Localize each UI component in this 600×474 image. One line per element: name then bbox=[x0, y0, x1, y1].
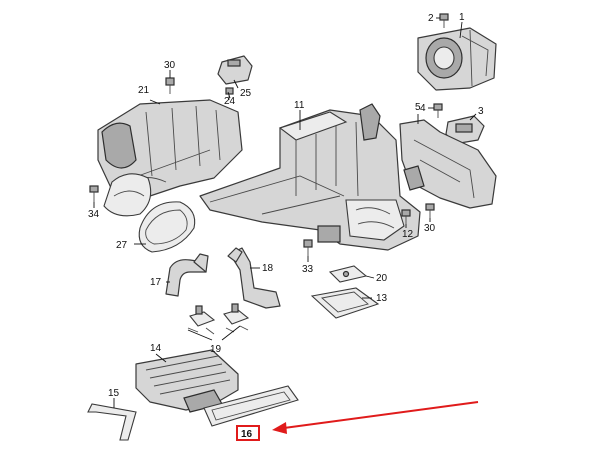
callout-18: 18 bbox=[262, 263, 274, 274]
highlight-box bbox=[236, 425, 260, 441]
leader-lines bbox=[93, 17, 477, 408]
callout-4: 4 bbox=[420, 103, 426, 114]
callout-30-upper: 30 bbox=[164, 60, 176, 71]
screw-33[interactable] bbox=[303, 239, 313, 256]
callout-20: 20 bbox=[376, 273, 388, 284]
callout-19: 19 bbox=[210, 344, 222, 355]
screw-30-upper[interactable] bbox=[165, 77, 175, 94]
frame-seal-13[interactable] bbox=[310, 287, 380, 319]
heater-box-11[interactable] bbox=[199, 103, 421, 251]
screw-2[interactable] bbox=[439, 13, 449, 28]
callout-33: 33 bbox=[302, 264, 314, 275]
callout-12: 12 bbox=[402, 229, 414, 240]
callout-25: 25 bbox=[240, 88, 252, 99]
callout-2: 2 bbox=[428, 13, 434, 24]
coolant-pipe-17[interactable] bbox=[165, 253, 209, 297]
seal-20[interactable] bbox=[328, 265, 368, 283]
callout-14: 14 bbox=[150, 343, 162, 354]
highlighted-callout-16[interactable]: 16 bbox=[236, 425, 260, 441]
blower-motor-1[interactable] bbox=[417, 27, 497, 91]
screw-34[interactable] bbox=[89, 185, 99, 202]
callout-1: 1 bbox=[459, 12, 465, 23]
screw-12[interactable] bbox=[401, 209, 411, 224]
air-distribution-housing-left[interactable] bbox=[97, 99, 243, 217]
blower-housing-5[interactable] bbox=[399, 119, 497, 209]
callout-numbers: 1 2 3 4 5 11 12 13 14 15 17 18 19 20 21 … bbox=[88, 12, 484, 399]
callout-21: 21 bbox=[138, 85, 150, 96]
callout-24: 24 bbox=[224, 96, 236, 107]
servo-motor-25[interactable] bbox=[217, 55, 253, 85]
callout-16: 16 bbox=[241, 429, 253, 440]
heat-exchanger-14[interactable] bbox=[135, 349, 239, 413]
gasket-16[interactable] bbox=[203, 385, 299, 427]
callout-13: 13 bbox=[376, 293, 388, 304]
clips-19[interactable] bbox=[187, 303, 250, 335]
callout-27: 27 bbox=[116, 240, 128, 251]
screw-4[interactable] bbox=[433, 103, 443, 118]
callout-34: 34 bbox=[88, 209, 100, 220]
callout-15: 15 bbox=[108, 388, 120, 399]
coolant-pipe-18[interactable] bbox=[227, 247, 281, 309]
highlight-arrow bbox=[272, 401, 479, 434]
callout-5: 5 bbox=[415, 102, 421, 113]
callout-3: 3 bbox=[478, 106, 484, 117]
callout-17: 17 bbox=[150, 277, 162, 288]
callout-30-lower: 30 bbox=[424, 223, 436, 234]
screw-30-lower[interactable] bbox=[425, 203, 435, 218]
seal-strip-15[interactable] bbox=[87, 403, 137, 441]
seal-ring-27[interactable] bbox=[138, 201, 196, 253]
callout-11: 11 bbox=[294, 100, 305, 111]
